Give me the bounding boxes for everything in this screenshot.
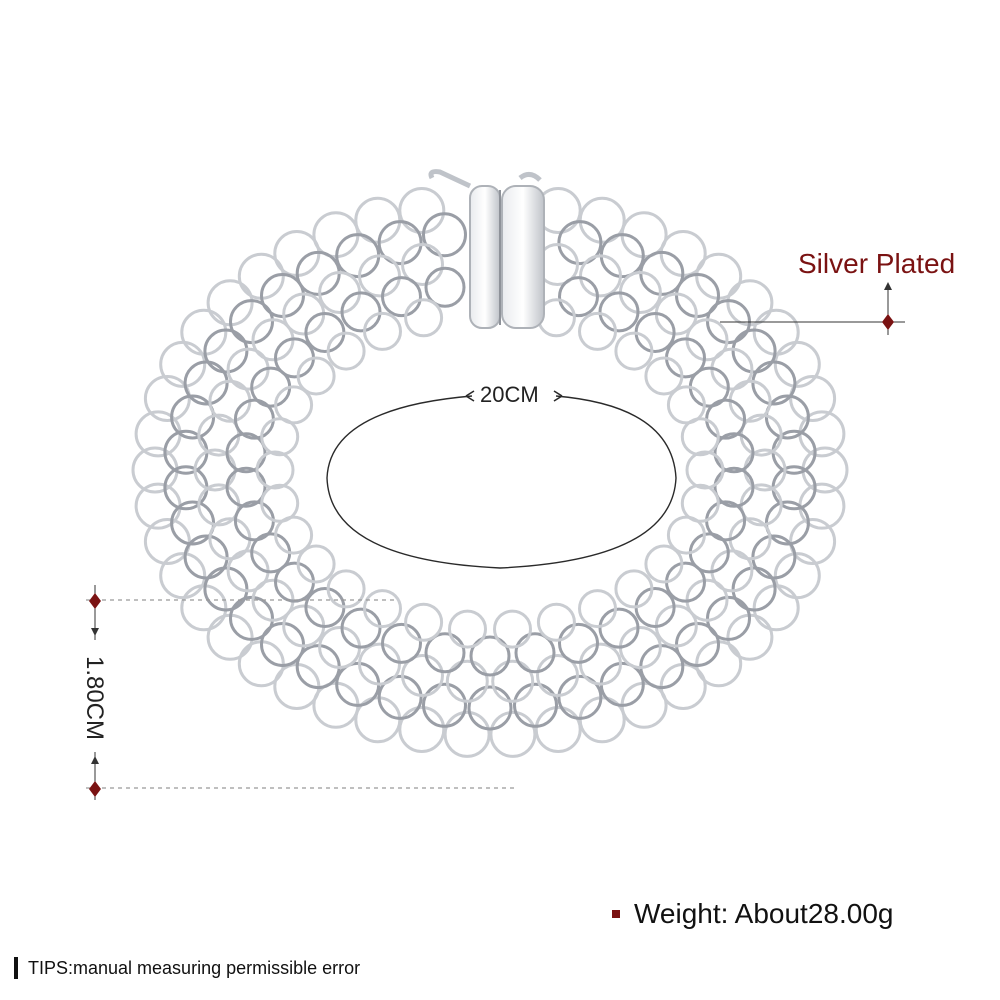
bracelet-ring	[536, 654, 579, 697]
tips-bar-icon	[14, 957, 18, 979]
bracelet-ring	[614, 569, 654, 609]
bracelet-ring	[326, 331, 366, 371]
bracelet-ring	[448, 609, 487, 649]
bracelet-ring	[340, 291, 382, 333]
bracelet-ring	[579, 642, 622, 686]
weight-row: Weight: About28.00g	[612, 898, 893, 930]
bracelet-ring	[398, 706, 446, 753]
bracelet-ring	[296, 544, 336, 584]
bracelet-ring	[340, 607, 382, 649]
bracelet-ring	[666, 385, 706, 425]
bracelet-ring	[424, 266, 466, 308]
bracelet-ring	[422, 212, 467, 258]
bracelet-ring	[445, 659, 489, 703]
bracelet-ring	[614, 331, 654, 371]
bracelet-ring	[377, 220, 423, 266]
bracelet-ring	[143, 518, 191, 565]
width-measure	[86, 585, 515, 800]
bracelet-ring	[260, 483, 300, 523]
material-label: Silver Plated	[798, 248, 956, 279]
bracelet-ring	[666, 515, 706, 555]
bracelet-ring	[579, 254, 622, 298]
bracelet-ring	[296, 356, 336, 396]
bracelet-ring	[225, 432, 267, 474]
bracelet-ring	[469, 635, 511, 677]
bracelet-ring	[680, 417, 720, 457]
bracelet-ring	[534, 706, 582, 753]
bracelet-ring	[514, 632, 556, 674]
bullet-icon	[612, 910, 620, 918]
bracelet-ring	[381, 276, 422, 318]
bracelet-ring	[713, 466, 755, 508]
bracelet-ring	[467, 685, 513, 731]
bracelet-ring	[274, 385, 314, 425]
bracelet-ring	[513, 682, 558, 728]
bracelet-ring	[404, 298, 444, 338]
bracelet-ring	[358, 254, 401, 298]
bracelet-ring	[773, 340, 821, 388]
bracelet-ring	[255, 450, 295, 490]
bracelet-ring	[557, 674, 603, 720]
bracelet-ring	[489, 710, 537, 758]
bracelet-ring	[381, 622, 422, 664]
tips-row: TIPS:manual measuring permissible error	[14, 957, 360, 979]
bracelet-ring	[557, 220, 603, 266]
bracelet-ring	[731, 328, 777, 374]
bracelet-ring	[225, 466, 267, 508]
bracelet-ring	[751, 534, 797, 580]
bracelet-ring	[598, 291, 640, 333]
bracelet-ring	[789, 518, 837, 565]
bracelet-ring	[183, 360, 229, 406]
bracelet-ring	[422, 682, 467, 728]
bracelet-ring	[159, 552, 207, 600]
weight-label: Weight: About28.00g	[634, 898, 894, 929]
bracelet-ring	[685, 450, 725, 490]
tips-label: TIPS:manual measuring permissible error	[28, 957, 361, 978]
bracelet-ring	[578, 589, 617, 629]
bracelet-ring	[644, 356, 684, 396]
length-label: 20CM	[480, 382, 539, 407]
bracelet-ring	[680, 483, 720, 523]
bracelet-ring	[558, 276, 599, 318]
bracelet-ring	[398, 187, 446, 234]
bracelet-ring	[143, 375, 191, 422]
bracelet-ring	[401, 243, 444, 286]
circumference-measure	[326, 390, 677, 569]
bracelet-ring	[578, 311, 617, 351]
bracelet-ring	[274, 515, 314, 555]
bracelet-ring	[229, 595, 274, 641]
bracelet-ring	[751, 360, 797, 406]
bracelet-mesh	[131, 187, 849, 758]
bracelet-ring	[558, 622, 599, 664]
bracelet-ring	[536, 602, 576, 642]
bracelet-ring	[424, 632, 466, 674]
bracelet-ring	[789, 375, 837, 422]
bracelet-ring	[183, 534, 229, 580]
bracelet-ring	[443, 710, 491, 758]
bracelet-ring	[598, 607, 640, 649]
bracelet-clasp	[428, 169, 545, 329]
bracelet-ring	[363, 311, 402, 351]
bracelet-ring	[326, 569, 366, 609]
bracelet-ring	[731, 566, 777, 612]
bracelet-ring	[229, 299, 274, 345]
bracelet-ring	[713, 432, 755, 474]
bracelet-ring	[260, 417, 300, 457]
bracelet-ring	[401, 654, 444, 697]
bracelet-ring	[203, 566, 249, 612]
bracelet-ring	[363, 589, 402, 629]
bracelet-ring	[491, 659, 535, 703]
bracelet-ring	[644, 544, 684, 584]
bracelet-ring	[706, 595, 751, 641]
material-pointer	[720, 282, 905, 335]
bracelet-ring	[377, 674, 423, 720]
width-label: 1.80CM	[81, 655, 108, 741]
bracelet-ring	[493, 609, 532, 649]
bracelet-ring	[404, 602, 444, 642]
bracelet-ring	[358, 642, 401, 686]
bracelet-ring	[203, 328, 249, 374]
